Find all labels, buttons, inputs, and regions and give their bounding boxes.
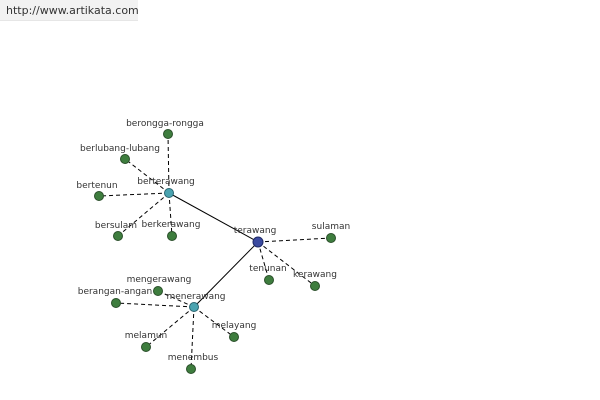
node-berangan-angan[interactable] — [111, 298, 121, 308]
node-terawang[interactable] — [252, 236, 264, 248]
node-tenunan[interactable] — [264, 275, 274, 285]
label-kerawang: kerawang — [293, 270, 337, 280]
node-melamun[interactable] — [141, 342, 151, 352]
source-url: http://www.artikata.com — [0, 0, 139, 21]
node-bersulam[interactable] — [113, 231, 123, 241]
edge-berterawang-bertenun — [98, 192, 170, 197]
label-berkerawang: berkerawang — [142, 220, 201, 230]
label-tenunan: tenunan — [249, 264, 286, 274]
edge-terawang-kerawang — [257, 241, 316, 287]
label-berongga-rongga: berongga-rongga — [126, 119, 204, 129]
edge-terawang-tenunan — [257, 241, 270, 281]
node-melayang[interactable] — [229, 332, 239, 342]
label-sulaman: sulaman — [312, 222, 350, 232]
edge-terawang-sulaman — [257, 237, 332, 243]
node-kerawang[interactable] — [310, 281, 320, 291]
node-berterawang[interactable] — [164, 188, 174, 198]
node-menembus[interactable] — [186, 364, 196, 374]
edge-terawang-berterawang — [168, 192, 259, 243]
edge-terawang-menerawang — [193, 241, 259, 308]
node-berlubang-lubang[interactable] — [120, 154, 130, 164]
label-mengerawang: mengerawang — [127, 275, 192, 285]
edge-berterawang-berlubang-lubang — [124, 158, 170, 194]
edge-berterawang-berkerawang — [168, 192, 173, 237]
label-berlubang-lubang: berlubang-lubang — [80, 144, 160, 154]
edge-menerawang-melamun — [145, 306, 195, 348]
node-berkerawang[interactable] — [167, 231, 177, 241]
node-berongga-rongga[interactable] — [163, 129, 173, 139]
label-bertenun: bertenun — [76, 181, 117, 191]
node-sulaman[interactable] — [326, 233, 336, 243]
edge-menerawang-melayang — [193, 306, 235, 338]
label-melamun: melamun — [125, 331, 168, 341]
label-melayang: melayang — [212, 321, 257, 331]
label-terawang: terawang — [234, 226, 277, 236]
label-bersulam: bersulam — [95, 221, 137, 231]
label-menerawang: menerawang — [166, 292, 225, 302]
node-menerawang[interactable] — [189, 302, 199, 312]
edge-menerawang-berangan-angan — [115, 302, 195, 308]
label-berangan-angan: berangan-angan — [78, 287, 153, 297]
node-bertenun[interactable] — [94, 191, 104, 201]
label-berterawang: berterawang — [137, 177, 195, 187]
node-mengerawang[interactable] — [153, 286, 163, 296]
edge-berterawang-berongga-rongga — [167, 133, 170, 194]
edge-menerawang-menembus — [190, 306, 195, 370]
label-menembus: menembus — [168, 353, 219, 363]
